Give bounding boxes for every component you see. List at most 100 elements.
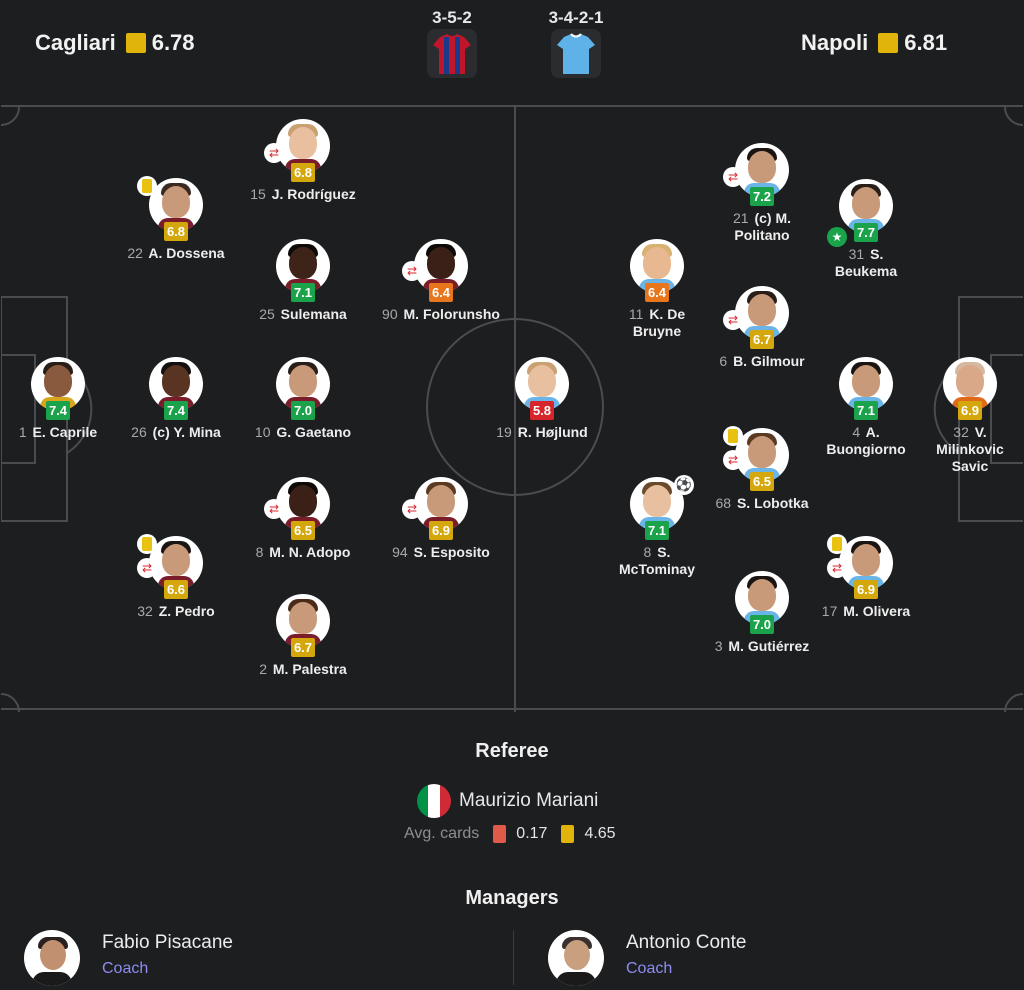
player-away-31[interactable]: 7.7 ★ 31 S. Beukema	[816, 179, 916, 280]
substitution-icon: ⇄	[264, 143, 284, 163]
substitution-icon: ⇄	[402, 261, 422, 281]
rating-badge: 6.5	[291, 521, 315, 540]
rating-square-icon	[125, 33, 146, 53]
player-away-11[interactable]: 6.4 11 K. De Bruyne	[607, 239, 707, 340]
player-number: 68	[715, 495, 732, 511]
italy-flag-icon	[417, 784, 451, 818]
player-name: M. Gutiérrez	[728, 638, 810, 654]
player-number: 8	[255, 544, 264, 560]
player-home-94[interactable]: 6.9 ⇄ 94 S. Esposito	[361, 477, 521, 561]
avg-cards-label: Avg. cards	[404, 825, 480, 842]
substitution-icon: ⇄	[723, 310, 743, 330]
substitution-icon: ⇄	[264, 499, 284, 519]
player-name: E. Caprile	[32, 424, 98, 440]
manager-role: Coach	[626, 960, 673, 977]
player-away-3[interactable]: 7.0 3 M. Gutiérrez	[682, 571, 842, 655]
yellow-card-icon	[137, 176, 157, 196]
away-team-rating: 6.81	[904, 30, 948, 55]
rating-badge: 7.1	[854, 401, 878, 420]
player-name: V. Milinkovic Savic	[936, 424, 1004, 474]
player-name: Sulemana	[280, 306, 347, 322]
player-away-21[interactable]: 7.2 ⇄ 21 (c) M. Politano	[712, 143, 812, 244]
substitution-icon: ⇄	[723, 450, 743, 470]
referee-row[interactable]: Maurizio Mariani	[417, 784, 598, 818]
rating-badge: 6.5	[750, 472, 774, 491]
player-away-4[interactable]: 7.1 4 A. Buongiorno	[816, 357, 916, 458]
rating-badge: 7.1	[645, 521, 669, 540]
home-formation: 3-5-2	[432, 8, 472, 27]
player-name: M. Folorunsho	[403, 306, 500, 322]
rating-badge: 6.7	[750, 330, 774, 349]
away-formation: 3-4-2-1	[548, 8, 604, 27]
red-card-icon	[493, 825, 507, 843]
player-home-32[interactable]: 6.6 ⇄ 32 Z. Pedro	[96, 534, 256, 620]
rating-badge: 6.8	[291, 163, 315, 182]
player-number: 21	[732, 210, 749, 226]
player-number: 26	[131, 424, 147, 440]
player-home-90[interactable]: 6.4 ⇄ 90 M. Folorunsho	[361, 239, 521, 323]
player-away-32[interactable]: 6.9 32 V. Milinkovic Savic	[920, 357, 1020, 475]
red-card-avg: 0.17	[516, 825, 548, 842]
player-name: J. Rodríguez	[271, 186, 356, 202]
player-number: 25	[259, 306, 275, 322]
rating-badge: 7.4	[46, 401, 70, 420]
player-number: 4	[852, 424, 861, 440]
player-name: R. Højlund	[517, 424, 588, 440]
substitution-icon: ⇄	[402, 499, 422, 519]
yellow-card-icon	[561, 825, 575, 843]
rating-badge: 7.4	[164, 401, 188, 420]
referee-title: Referee	[475, 740, 549, 762]
rating-badge: 6.4	[429, 283, 453, 302]
player-name: S. Beukema	[834, 246, 898, 279]
player-home-15[interactable]: 6.8 ⇄ 15 J. Rodríguez	[223, 119, 383, 203]
player-home-10[interactable]: 7.0 10 G. Gaetano	[223, 357, 383, 441]
manager-divider	[513, 930, 514, 985]
player-name: (c) Y. Mina	[152, 424, 221, 440]
player-number: 32	[137, 603, 153, 619]
player-name: A. Buongiorno	[826, 424, 906, 457]
home-kit-icon	[427, 29, 477, 78]
referee-name: Maurizio Mariani	[459, 790, 599, 811]
player-number: 32	[953, 424, 969, 440]
goal-ball-icon: ⚽	[674, 475, 694, 495]
player-away-19[interactable]: 5.8 19 R. Højlund	[482, 357, 602, 441]
player-name: (c) M. Politano	[734, 210, 792, 243]
rating-badge: 6.7	[291, 638, 315, 657]
manager-name: Antonio Conte	[626, 932, 747, 953]
rating-badge: 6.6	[164, 580, 188, 599]
manager-home[interactable]: Fabio Pisacane Coach	[24, 930, 233, 988]
rating-badge: 6.9	[958, 401, 982, 420]
manager-name: Fabio Pisacane	[102, 932, 233, 953]
player-away-17[interactable]: 6.9 ⇄ 17 M. Olivera	[786, 534, 946, 620]
player-home-2[interactable]: 6.7 2 M. Palestra	[223, 594, 383, 678]
manager-away[interactable]: Antonio Conte Coach	[548, 930, 746, 988]
rating-badge: 7.2	[750, 187, 774, 206]
star-icon: ★	[827, 227, 847, 247]
player-home-22[interactable]: 6.8 22 A. Dossena	[96, 176, 256, 262]
player-name: A. Dossena	[148, 245, 225, 261]
rating-square-icon	[878, 33, 899, 53]
player-home-8[interactable]: 6.5 ⇄ 8 M. N. Adopo	[223, 477, 383, 561]
substitution-icon: ⇄	[137, 558, 157, 578]
player-away-8[interactable]: 7.1 ⚽ 8 S. McTominay	[607, 475, 707, 578]
player-number: 6	[719, 353, 728, 369]
player-name: S. McTominay	[619, 544, 695, 577]
yellow-card-avg: 4.65	[584, 825, 616, 842]
manager-avatar	[24, 930, 80, 986]
yellow-card-icon	[723, 426, 743, 446]
player-name: Z. Pedro	[158, 603, 215, 619]
rating-badge: 6.9	[429, 521, 453, 540]
player-home-26[interactable]: 7.4 26 (c) Y. Mina	[96, 357, 256, 441]
player-home-1[interactable]: 7.4 1 E. Caprile	[0, 357, 138, 441]
player-home-25[interactable]: 7.1 25 Sulemana	[223, 239, 383, 323]
player-away-6[interactable]: 6.7 ⇄ 6 B. Gilmour	[682, 286, 842, 370]
player-name: S. Lobotka	[736, 495, 809, 511]
player-name: S. Esposito	[413, 544, 490, 560]
player-name: M. Olivera	[843, 603, 911, 619]
manager-role: Coach	[102, 960, 149, 977]
player-name: G. Gaetano	[276, 424, 352, 440]
player-away-68[interactable]: 6.5 ⇄ 68 S. Lobotka	[682, 426, 842, 512]
